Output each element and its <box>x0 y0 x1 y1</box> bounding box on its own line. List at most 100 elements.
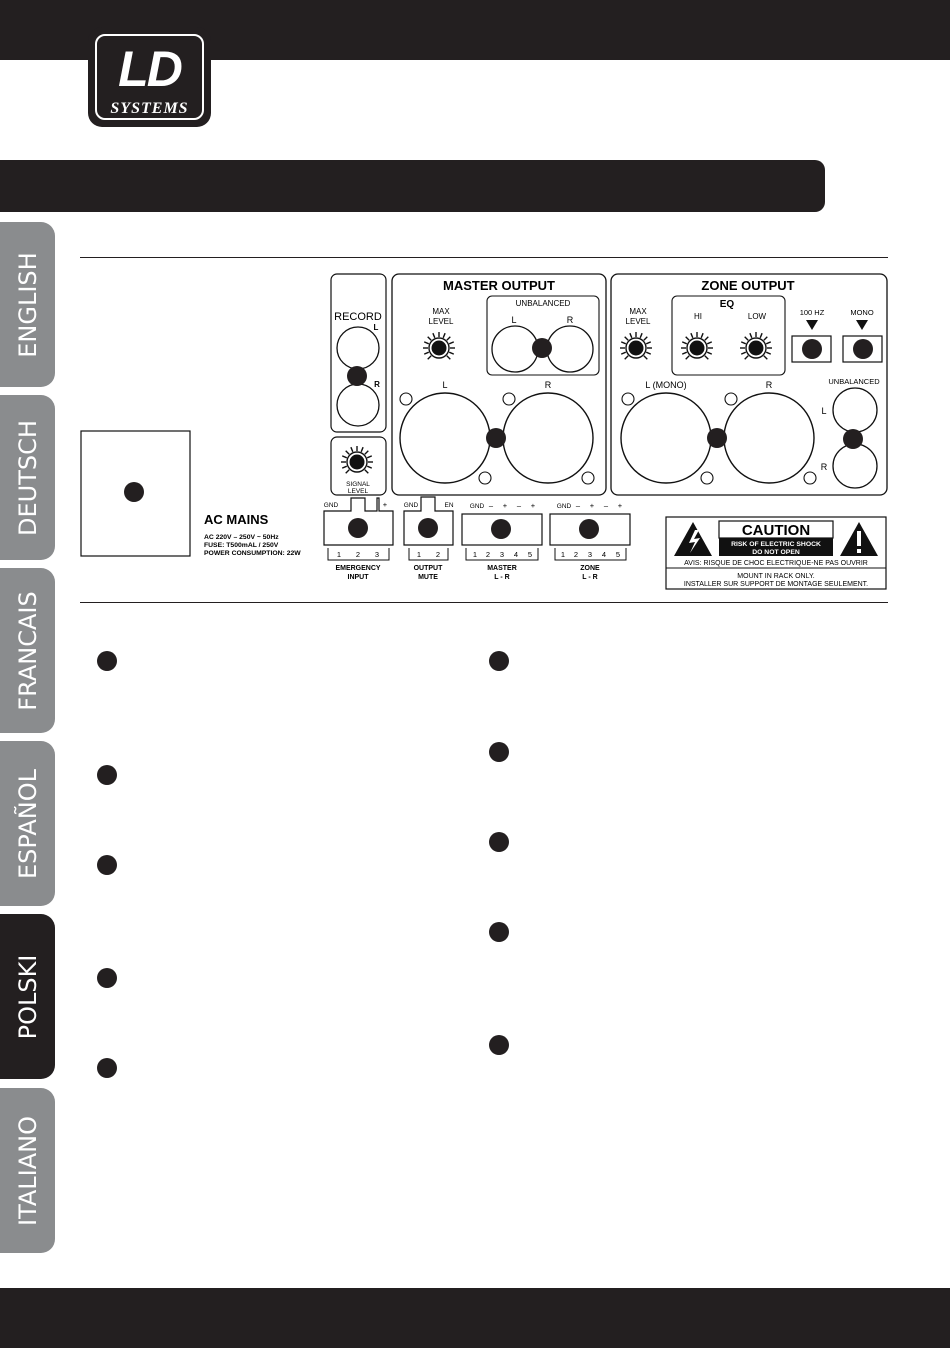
emergency-top-label: + <box>383 500 388 509</box>
caution-risk-box <box>719 538 833 556</box>
arrow-down-icon <box>806 320 818 330</box>
caution-rack-1: MOUNT IN RACK ONLY. <box>737 573 814 580</box>
master-xlr-r-connector[interactable] <box>502 392 594 484</box>
master-xlr-l-connector[interactable] <box>399 392 491 484</box>
screw-hole <box>478 471 492 485</box>
tab-italiano[interactable]: ITALIANO <box>0 1088 55 1253</box>
caution-title: CAUTION <box>742 522 810 539</box>
marker-dot <box>579 519 599 539</box>
zone-xlr-r-connector[interactable] <box>723 392 815 484</box>
zone-eq-label: EQ <box>720 299 735 310</box>
ac-mains-title: AC MAINS <box>204 512 269 527</box>
master-ub-l-label: L <box>511 315 516 325</box>
tab-espanol[interactable]: ESPAÑOL <box>0 741 55 906</box>
caution-risk-line1: RISK OF ELECTRIC SHOCK <box>731 541 821 548</box>
terminal-bracket <box>465 548 539 561</box>
mute-num: 2 <box>436 550 440 559</box>
list-bullet <box>489 742 509 762</box>
bottom-bar <box>0 1288 950 1348</box>
marker-dot <box>843 429 863 449</box>
logo-sub-text: SYSTEMS <box>110 100 189 117</box>
caution-risk-line2: DO NOT OPEN <box>752 549 800 556</box>
zone-term-label-2: L - R <box>582 574 597 581</box>
ld-systems-logo: LD SYSTEMS <box>88 27 211 127</box>
master-max-label-2: LEVEL <box>429 317 454 326</box>
list-bullet <box>97 1058 117 1078</box>
emergency-label-1: EMERGENCY <box>335 565 380 572</box>
record-l-jack[interactable] <box>336 326 380 370</box>
emergency-num: 1 <box>337 550 341 559</box>
zone-eq-hi-label: HI <box>694 312 702 321</box>
top-rule <box>80 257 888 258</box>
record-r-jack[interactable] <box>336 383 380 427</box>
screw-hole <box>700 471 714 485</box>
bottom-rule <box>80 602 888 603</box>
master-term-top: – <box>489 501 494 510</box>
screw-hole <box>621 392 635 406</box>
master-ub-l-jack[interactable] <box>491 325 539 373</box>
screw-hole <box>581 471 595 485</box>
caution-avis: AVIS: RISQUE DE CHOC ELECTRIQUE-NE PAS O… <box>684 560 868 567</box>
record-l-label: L <box>374 323 379 332</box>
tab-francais[interactable]: FRANCAIS <box>0 568 55 733</box>
zone-xlr-r-label: R <box>766 380 773 390</box>
exclamation-bar <box>857 531 861 546</box>
signal-level-label-1: SIGNAL <box>346 481 370 488</box>
zone-100hz-label: 100 HZ <box>800 308 825 317</box>
zone-term-top: – <box>576 501 581 510</box>
terminal-bracket <box>327 548 390 561</box>
logo-main-text: LD <box>118 41 183 97</box>
arrow-down-icon <box>856 320 868 330</box>
zone-term-label-1: ZONE <box>580 565 600 572</box>
zone-term-num: 5 <box>616 550 620 559</box>
master-term-top: – <box>517 501 522 510</box>
marker-dot <box>707 428 727 448</box>
master-term-top: + <box>503 501 508 510</box>
marker-dot <box>124 482 144 502</box>
master-max-label-1: MAX <box>432 307 450 316</box>
record-title: RECORD <box>334 311 382 323</box>
master-term-top: + <box>531 501 536 510</box>
marker-dot <box>347 366 367 386</box>
zone-max-label-2: LEVEL <box>626 317 651 326</box>
screw-hole <box>803 471 817 485</box>
list-bullet <box>97 968 117 988</box>
lightning-bolt-icon <box>689 530 700 553</box>
mute-label-1: OUTPUT <box>414 565 444 572</box>
master-term-top: GND <box>470 503 485 510</box>
list-bullet <box>489 651 509 671</box>
marker-dot <box>802 339 822 359</box>
zone-ub-r-jack[interactable] <box>832 443 878 489</box>
emergency-num: 2 <box>356 550 360 559</box>
list-bullet <box>97 855 117 875</box>
zone-xlr-l-label: L (MONO) <box>645 380 686 390</box>
tab-polski[interactable]: POLSKI <box>0 914 55 1079</box>
exclamation-dot <box>857 549 861 553</box>
emergency-label-2: INPUT <box>348 574 370 581</box>
master-unbalanced-label: UNBALANCED <box>516 299 571 308</box>
mute-label-2: MUTE <box>418 574 438 581</box>
master-term-num: 1 <box>473 550 477 559</box>
master-ub-r-jack[interactable] <box>546 325 594 373</box>
zone-term-top: – <box>604 501 609 510</box>
emergency-num: 3 <box>375 550 379 559</box>
screw-hole <box>502 392 516 406</box>
zone-xlr-l-connector[interactable] <box>620 392 712 484</box>
zone-term-top: GND <box>557 503 572 510</box>
master-term-num: 5 <box>528 550 532 559</box>
master-ub-r-label: R <box>567 315 574 325</box>
list-bullet <box>97 651 117 671</box>
terminal-bracket <box>408 548 449 561</box>
tab-english[interactable]: ENGLISH <box>0 222 55 387</box>
record-r-label: R <box>374 380 380 389</box>
caution-rack-2: INSTALLER SUR SUPPORT DE MONTAGE SEULEME… <box>684 581 868 588</box>
marker-dot <box>418 518 438 538</box>
zone-eq-low-label: LOW <box>748 312 767 321</box>
zone-term-num: 2 <box>574 550 578 559</box>
master-xlr-l-label: L <box>442 380 447 390</box>
zone-output-title: ZONE OUTPUT <box>701 278 794 293</box>
zone-ub-l-jack[interactable] <box>832 387 878 433</box>
zone-term-top: + <box>618 501 623 510</box>
tab-deutsch[interactable]: DEUTSCH <box>0 395 55 560</box>
